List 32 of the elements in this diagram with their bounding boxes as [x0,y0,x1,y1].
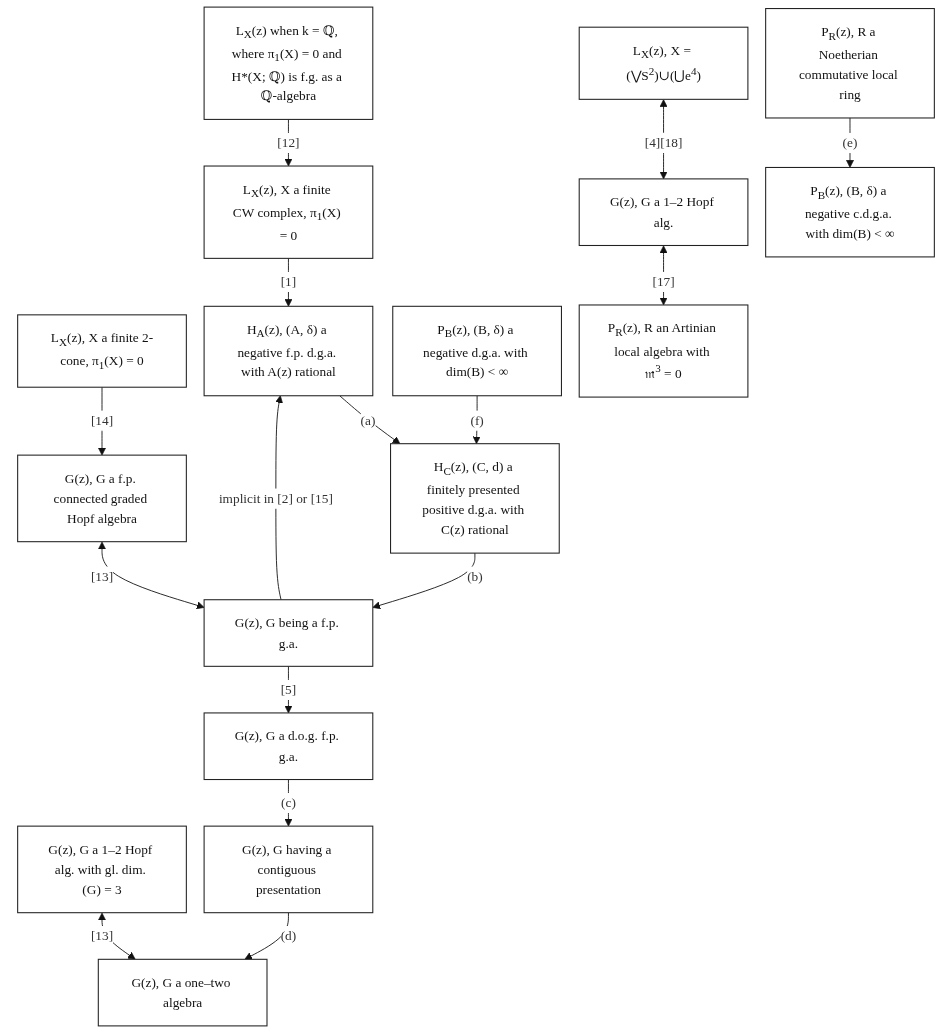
node-box: G(z), G a one–two algebra [97,958,268,1027]
edge-label: (e) [842,135,858,150]
edge-label: (d) [280,928,297,943]
node-box: L$_{X}$(z), X a finite 2-cone, π$_{1}$(X) = 0 [17,314,187,388]
edge-label: (b) [467,569,483,584]
node-box: H$_{A}$(z), (A, δ) a negative f.p. d.g.a. with A(z) rational [203,305,374,397]
node-box: G(z), G being a f.p. g.a. [203,599,374,667]
node-box: L$_{X}$(z), X a finite CW complex, π$_{1}$(X) = 0 [203,165,374,259]
node-box: G(z), G a f.p. connected graded Hopf algebra [17,454,187,543]
node-box: P$_{R}$(z), R an Artinian local algebra with 𝔪$^{3}$ = 0 [578,304,749,398]
edge-label: [14] [90,413,114,428]
node-box: L$_{X}$(z) when k = ℚ, where π$_{1}$(X) = 0 and H*(X; ℚ) is f.g. as a ℚ-algebra [203,6,374,120]
node-box: G(z), G having a contiguous presentation [203,825,374,914]
node-box: L$_{X}$(z), X = (⋁S$^{2}$)∪(⋃e$^{4}$) [578,26,749,100]
edge-label: [17] [652,274,675,289]
edge-label: (f) [470,413,484,428]
edge-label: [12] [277,135,300,150]
edge-label: implicit in [2] or [15] [218,491,333,506]
node-box: P$_{B}$(z), (B, δ) a negative d.g.a. with dim(B) < ∞ [392,305,562,397]
edge-label: [13] [90,569,114,584]
node-box: G(z), G a 1–2 Hopf alg. with gl. dim. (G) = 3 [17,825,187,914]
edge-label: (c) [281,795,296,810]
edge-label: [5] [280,682,297,697]
edge-label: [1] [280,274,297,289]
edge-label: [4][18] [644,135,683,150]
edge-label: [13] [90,928,114,943]
edge-label: (a) [360,413,376,428]
node-box: P$_{B}$(z), (B, δ) a negative c.d.g.a. with dim(B) < ∞ [765,166,935,258]
node-box: G(z), G a d.o.g. f.p. g.a. [203,712,374,781]
node-box: G(z), G a 1–2 Hopf alg. [578,178,749,247]
node-box: H$_{C}$(z), (C, d) a finitely presented positive d.g.a. with C(z) rational [390,443,560,554]
node-box: P$_{R}$(z), R a Noetherian commutative local ring [765,8,935,119]
